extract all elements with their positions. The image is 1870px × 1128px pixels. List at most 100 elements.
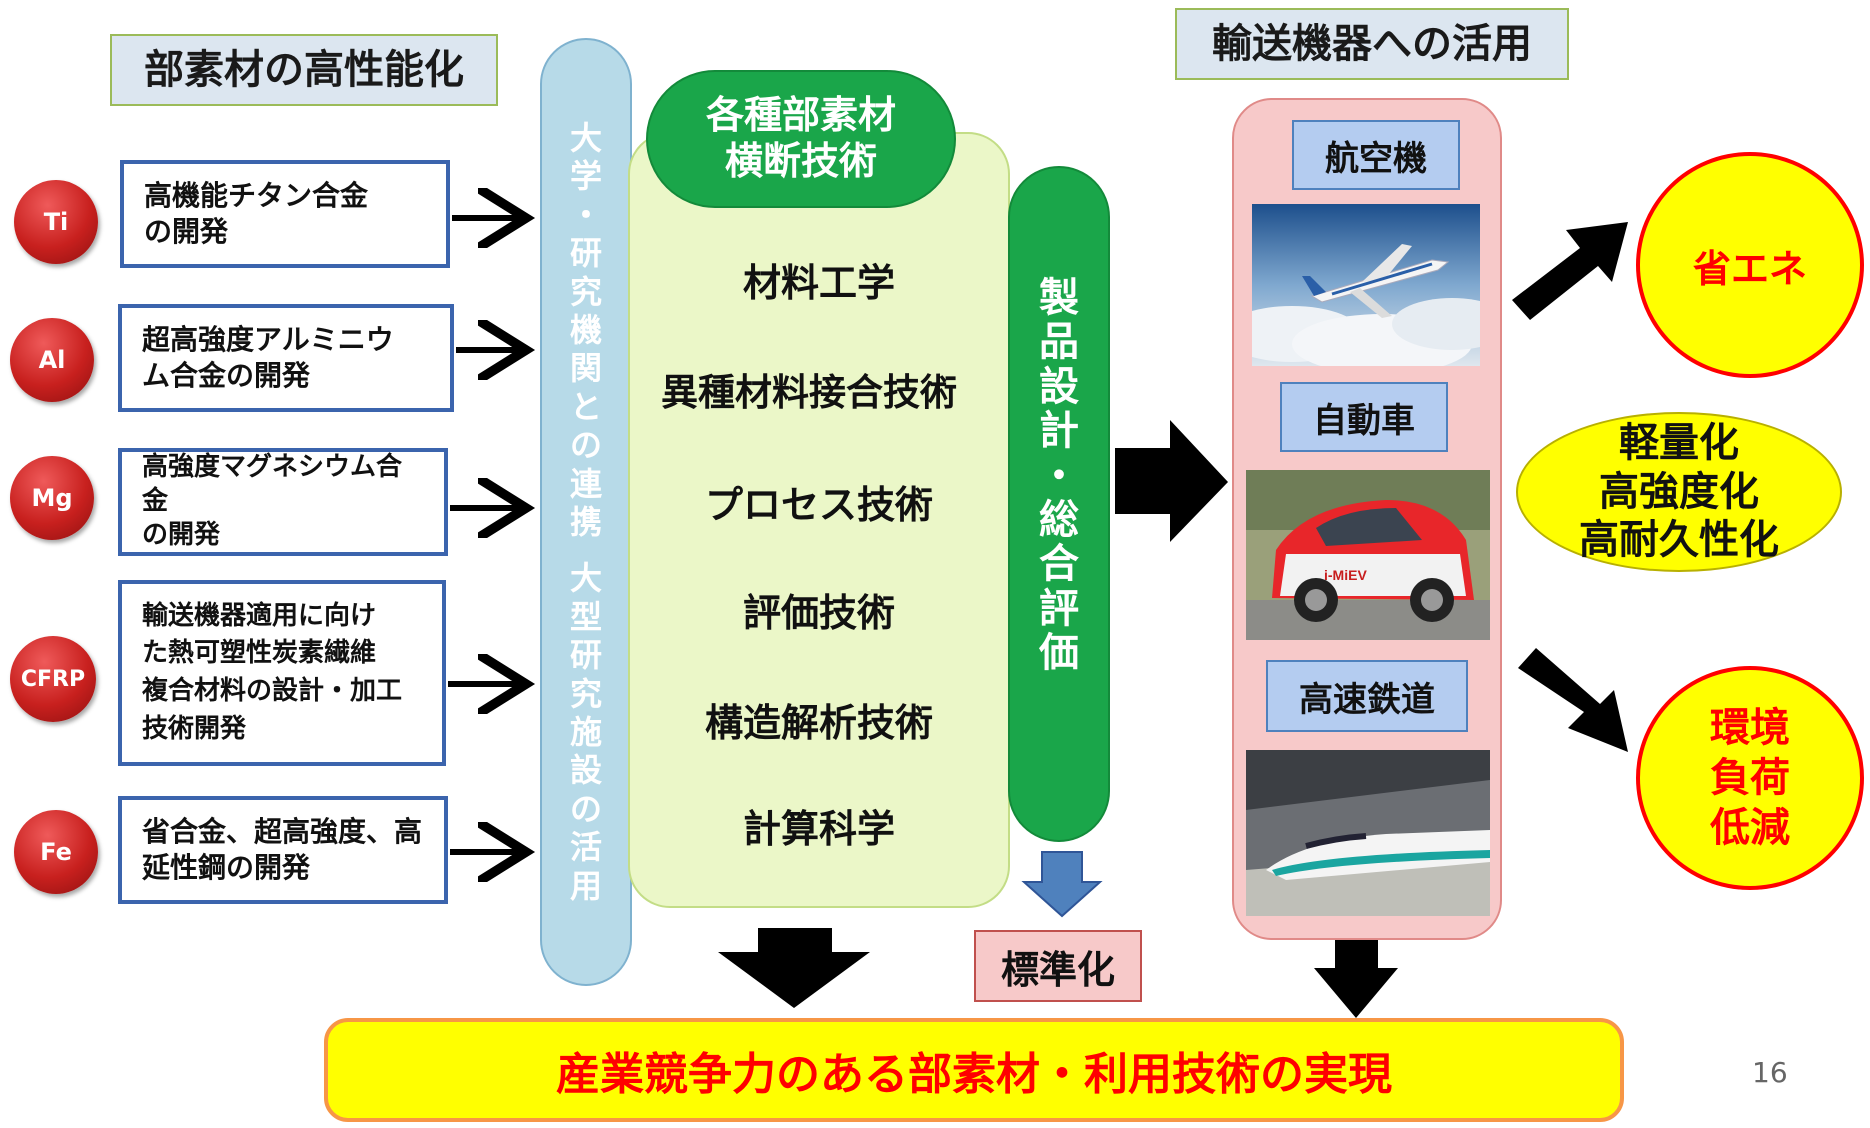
vertical-char: 計 xyxy=(1039,408,1079,455)
cross-tech-panel: 材料工学 異種材料接合技術 プロセス技術 評価技術 構造解析技術 計算科学 xyxy=(628,132,1010,908)
vertical-char: 大 xyxy=(569,119,602,158)
material-symbol: Mg xyxy=(31,484,73,512)
material-line: 輸送機器適用に向け xyxy=(142,600,377,631)
cross-tech-item: 構造解析技術 xyxy=(704,701,933,745)
airplane-image xyxy=(1252,204,1480,366)
material-symbol: CFRP xyxy=(20,666,86,692)
material-circle: CFRP xyxy=(10,636,96,722)
material-line: の開発 xyxy=(142,519,221,550)
cross-tech-item: 異種材料接合技術 xyxy=(661,371,957,414)
material-circle: Al xyxy=(10,318,94,402)
result-environment-line: 低減 xyxy=(1710,805,1790,851)
material-line: た熱可塑性炭素繊維 xyxy=(142,638,377,669)
collaboration-text: 大学・研究機関との連携 大型研究施設の活用 xyxy=(570,119,602,905)
cross-tech-item: プロセス技術 xyxy=(704,483,933,527)
material-box: 省合金、超高強度、高延性鋼の開発 xyxy=(118,796,448,904)
vertical-char: 究 xyxy=(569,272,602,311)
material-arrows xyxy=(448,218,520,852)
material-line: 省合金、超高強度、高 xyxy=(142,814,423,848)
material-circle: Ti xyxy=(14,180,98,264)
transport-label-airplane: 航空機 xyxy=(1292,120,1460,190)
material-line: の開発 xyxy=(144,215,229,248)
vertical-char: 用 xyxy=(569,866,602,905)
product-design-column: 製品設計・総合評価 xyxy=(1008,166,1110,842)
cross-tech-title-line: 各種部素材 xyxy=(705,93,896,138)
result-properties: 軽量化 高強度化 高耐久性化 xyxy=(1516,412,1842,572)
vertical-char: の xyxy=(569,789,602,828)
vertical-char: 施 xyxy=(569,712,602,751)
cross-tech-item: 計算科学 xyxy=(742,807,895,851)
material-symbol: Fe xyxy=(40,838,72,866)
result-environment-line: 負荷 xyxy=(1710,755,1790,801)
vertical-char: 評 xyxy=(1039,585,1079,632)
vertical-char: 究 xyxy=(569,674,602,713)
result-energy-text: 省エネ xyxy=(1692,246,1807,291)
vertical-char: 学 xyxy=(569,157,602,196)
vertical-char: 大 xyxy=(569,559,602,598)
vertical-char: 製 xyxy=(1039,275,1079,321)
vertical-char xyxy=(570,541,602,559)
standardization-box: 標準化 xyxy=(974,930,1142,1002)
vertical-char: の xyxy=(569,426,602,465)
material-circle: Fe xyxy=(14,810,98,894)
vertical-char: 携 xyxy=(569,503,602,541)
cross-tech-item: 材料工学 xyxy=(742,261,895,305)
material-box: 超高強度アルミニウム合金の開発 xyxy=(118,304,454,412)
result-energy-saving: 省エネ xyxy=(1636,152,1864,378)
car-image: i-MiEV xyxy=(1246,470,1490,640)
page-number: 16 xyxy=(1752,1056,1788,1089)
vertical-char: 設 xyxy=(569,751,602,790)
material-line: 延性鋼の開発 xyxy=(142,851,311,884)
material-line: 複合材料の設計・加工 xyxy=(142,676,403,706)
arrow-down-center xyxy=(718,928,870,1008)
vertical-char: 連 xyxy=(569,464,602,503)
vertical-char: 総 xyxy=(1039,496,1079,543)
arrow-to-transport xyxy=(1115,420,1228,542)
material-symbol: Al xyxy=(38,346,66,374)
vertical-char: ・ xyxy=(1039,452,1079,499)
bottom-banner: 産業競争力のある部素材・利用技術の実現 xyxy=(324,1018,1624,1122)
material-box: 高強度マグネシウム合金の開発 xyxy=(118,448,448,556)
material-line: 高強度マグネシウム合金 xyxy=(142,452,403,517)
arrow-down-standard xyxy=(1021,851,1103,918)
right-header: 輸送機器への活用 xyxy=(1175,8,1569,80)
vertical-char: 価 xyxy=(1039,630,1079,677)
bottom-banner-text: 産業競争力のある部素材・利用技術の実現 xyxy=(556,1049,1392,1100)
collaboration-column: 大学・研究機関との連携 大型研究施設の活用 xyxy=(540,38,632,986)
material-box: 高機能チタン合金の開発 xyxy=(120,160,450,268)
result-property-line: 高強度化 xyxy=(1599,468,1759,515)
material-line: 技術開発 xyxy=(142,713,247,744)
vertical-char: 合 xyxy=(1039,541,1079,588)
material-symbol: Ti xyxy=(43,208,69,236)
vertical-char: 型 xyxy=(569,597,602,636)
result-property-line: 高耐久性化 xyxy=(1579,517,1779,564)
transport-label-train: 高速鉄道 xyxy=(1266,660,1468,732)
vertical-char: 研 xyxy=(569,636,602,675)
vertical-char: 研 xyxy=(569,234,602,273)
material-circle: Mg xyxy=(10,456,94,540)
vertical-char: ・ xyxy=(569,195,602,234)
result-environment-line: 環境 xyxy=(1710,705,1790,751)
vertical-char: 品 xyxy=(1039,319,1079,366)
vertical-char: 設 xyxy=(1039,363,1079,410)
arrow-down-transport xyxy=(1314,940,1398,1018)
product-design-text: 製品設計・総合評価 xyxy=(1039,276,1079,676)
vertical-char: 機 xyxy=(569,311,602,350)
result-environment: 環境 負荷 低減 xyxy=(1636,666,1864,890)
vertical-char: 活 xyxy=(569,828,602,867)
cross-tech-title: 各種部素材 横断技術 xyxy=(646,70,956,208)
vertical-char: と xyxy=(569,387,602,426)
cross-tech-item: 評価技術 xyxy=(742,591,895,635)
material-line: 高機能チタン合金 xyxy=(144,178,369,212)
left-header: 部素材の高性能化 xyxy=(110,34,498,106)
material-box: 輸送機器適用に向けた熱可塑性炭素繊維複合材料の設計・加工技術開発 xyxy=(118,580,446,766)
result-property-line: 軽量化 xyxy=(1619,419,1739,466)
transport-label-car: 自動車 xyxy=(1280,382,1448,452)
arrow-to-environment xyxy=(1518,648,1628,752)
vertical-char: 関 xyxy=(569,349,602,388)
material-line: 超高強度アルミニウ xyxy=(142,322,394,356)
material-line: ム合金の開発 xyxy=(142,359,311,392)
bullet-train-image xyxy=(1246,750,1490,916)
arrow-to-energy xyxy=(1512,222,1628,320)
